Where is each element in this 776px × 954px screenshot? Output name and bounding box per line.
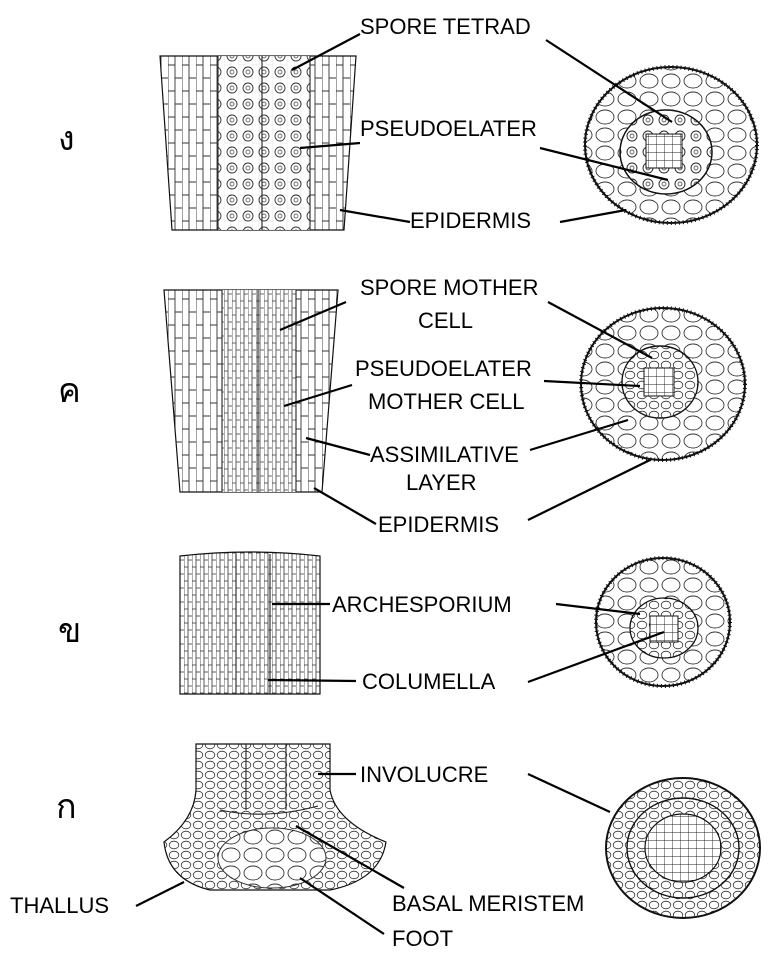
stage-marker-b: ข — [58, 611, 81, 651]
label-thallus: THALLUS — [10, 893, 109, 918]
stage-d-longitudinal-section — [160, 56, 356, 230]
stage-b: ข ARCHESPORIUM COLUMELLA — [58, 552, 730, 694]
stage-a-longitudinal-section — [164, 744, 386, 890]
leader-epidermis-c — [314, 488, 376, 524]
label-spore-mother-cell-2: CELL — [418, 308, 473, 333]
label-foot: FOOT — [392, 926, 453, 951]
leader-epidermis-d — [340, 210, 410, 222]
leader-involucre-cs — [528, 774, 610, 812]
stage-c: ค SPORE MOTHER CELL PSEUDOELATER MOTHER … — [58, 275, 745, 537]
stage-c-longitudinal-section — [164, 290, 338, 492]
stage-d: ง SPORE TETRAD PSEUDOELATER EPIDERMIS — [58, 14, 757, 233]
stage-marker-c: ค — [58, 371, 81, 411]
leader-columella — [268, 680, 356, 681]
stage-a: ก INVOLUCRE THALLUS BASAL MERISTEM FOOT — [10, 744, 760, 951]
leader-epidermis-d-cs — [560, 210, 626, 222]
label-basal-meristem: BASAL MERISTEM — [392, 891, 584, 916]
stage-d-cross-section — [585, 67, 757, 223]
leader-epidermis-c-cs — [528, 460, 650, 520]
label-spore-mother-cell-1: SPORE MOTHER — [360, 275, 538, 300]
label-pseudoelater-mother-cell-2: MOTHER CELL — [368, 389, 524, 414]
stage-b-cross-section — [596, 558, 730, 686]
stage-b-longitudinal-section — [180, 552, 320, 694]
label-pseudoelater-mother-cell-1: PSEUDOELATER — [355, 356, 532, 381]
stage-marker-a: ก — [56, 787, 77, 827]
stage-a-cross-section — [606, 778, 760, 918]
label-epidermis-c: EPIDERMIS — [378, 512, 499, 537]
label-epidermis-d: EPIDERMIS — [410, 208, 531, 233]
label-columella: COLUMELLA — [362, 669, 496, 694]
label-assimilative-layer-2: LAYER — [406, 470, 477, 495]
label-assimilative-layer-1: ASSIMILATIVE — [370, 442, 519, 467]
label-involucre: INVOLUCRE — [360, 762, 488, 787]
label-archesporium: ARCHESPORIUM — [332, 592, 512, 617]
stage-marker-d: ง — [58, 119, 75, 159]
label-pseudoelater: PSEUDOELATER — [360, 116, 537, 141]
leader-thallus — [136, 882, 184, 906]
label-spore-tetrad: SPORE TETRAD — [360, 14, 531, 39]
